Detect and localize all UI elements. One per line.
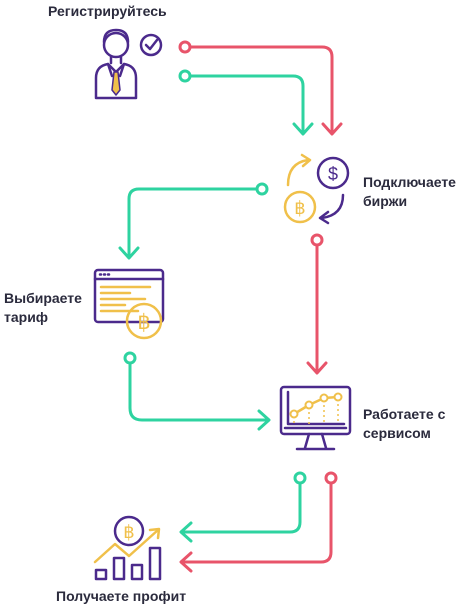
step-label-work-line-2: сервисом [363,425,431,441]
svg-text:฿: ฿ [137,311,150,334]
connector-connect-to-work-red [306,233,328,375]
step-label-connect: Подключаете биржи [363,173,456,211]
step-label-choose-line-1: Выбираете [4,290,82,306]
monitor-chart-icon [279,385,352,451]
svg-text:฿: ฿ [123,522,134,542]
step-label-choose-line-2: тариф [4,309,49,325]
svg-text:฿: ฿ [294,198,305,218]
step-label-connect-line-2: биржи [363,193,408,209]
step-label-profit: Получаете профит [56,588,187,604]
svg-text:$: $ [328,164,338,184]
currency-exchange-icon: $ ฿ [283,153,350,225]
step-label-choose: Выбираете тариф [4,289,82,327]
step-label-register: Регистрируйтесь [48,3,167,19]
connector-register-to-connect-red [178,40,343,136]
connector-work-to-profit-green [179,471,307,543]
tariff-document-with-bitcoin-icon: ฿ [93,268,165,340]
connector-connect-to-choose-green [118,182,269,260]
step-label-work-line-1: Работаете с [363,406,446,422]
connector-choose-to-work-green [123,351,271,431]
bitcoin-growth-bars-icon: ฿ [93,515,162,581]
connector-work-to-profit-red [179,471,338,573]
connector-register-to-connect-green [178,69,314,136]
person-with-checkmark-icon [94,28,163,100]
step-label-connect-line-1: Подключаете [363,174,456,190]
step-label-work: Работаете с сервисом [363,405,445,443]
